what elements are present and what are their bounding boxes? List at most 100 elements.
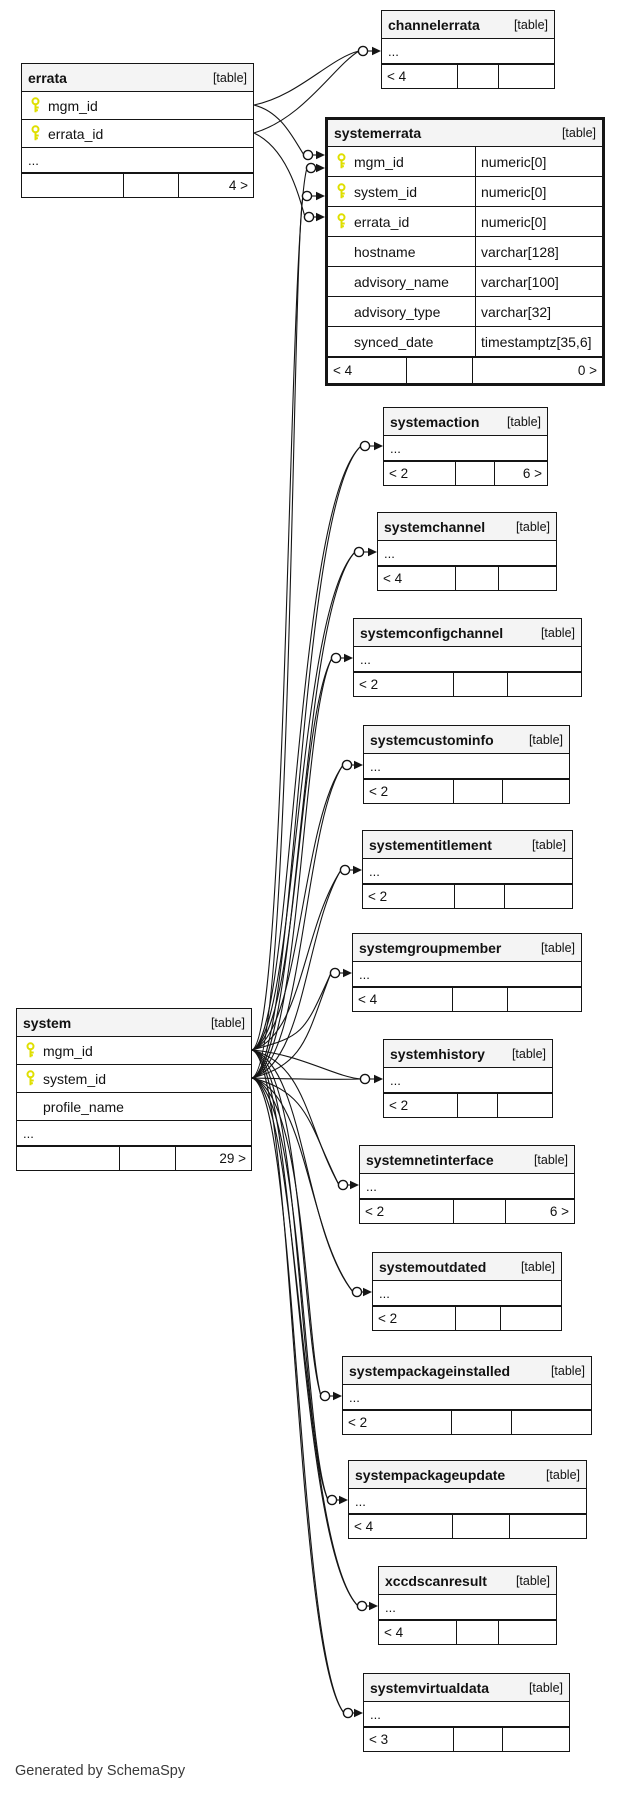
table-header: systemaction [table] [384, 408, 547, 436]
degree-footer: 29 > [17, 1146, 251, 1170]
column-name-cell: mgm_id [17, 1042, 93, 1059]
table-tag: [table] [515, 519, 550, 534]
table-title-systempackageinstalled[interactable]: systempackageinstalled [349, 1362, 511, 1379]
fk-edge [251, 551, 356, 1079]
table-title-systemcustominfo[interactable]: systemcustominfo [370, 731, 494, 748]
degree-cell-1 [453, 1515, 511, 1538]
zero-or-many-circle-icon [329, 967, 341, 979]
column-name-cell: hostname [328, 237, 476, 266]
degree-cell-0: < 4 [379, 1621, 457, 1644]
table-title-systementitlement[interactable]: systementitlement [369, 836, 492, 853]
fk-arrowhead-icon [368, 547, 377, 557]
table-header: systemchannel [table] [378, 513, 556, 541]
table-title-systemnetinterface[interactable]: systemnetinterface [366, 1151, 494, 1168]
column-name-cell: errata_id [22, 125, 103, 142]
table-header: systempackageinstalled[table] [343, 1357, 591, 1385]
table-title-errata[interactable]: errata [28, 69, 67, 86]
table-header: systemgroupmember[table] [353, 934, 581, 962]
fk-edge [251, 1077, 362, 1080]
fk-arrowhead-icon [374, 441, 383, 451]
degree-cell-2 [499, 65, 554, 88]
primary-key-icon [22, 97, 48, 114]
degree-cell-1 [454, 780, 504, 803]
fk-edge [251, 657, 333, 1079]
degree-cell-1 [124, 174, 180, 197]
table-title-xccdscanresult[interactable]: xccdscanresult [385, 1572, 487, 1589]
table-box-systemcustominfo[interactable]: systemcustominfo[table]...< 2 [363, 725, 570, 804]
table-title-system[interactable]: system [23, 1014, 72, 1031]
degree-cell-2 [501, 1307, 561, 1330]
fk-edge [251, 1049, 359, 1607]
column-name: advisory_name [354, 273, 449, 290]
table-tag: [table] [520, 1259, 555, 1274]
column-row-errata_id: errata_id [22, 120, 253, 148]
table-box-systempackageinstalled[interactable]: systempackageinstalled[table]...< 2 [342, 1356, 592, 1435]
table-title-systemerrata[interactable]: systemerrata [334, 125, 422, 141]
fk-arrowhead-icon [354, 1708, 363, 1718]
table-title-systemoutdated[interactable]: systemoutdated [379, 1258, 487, 1275]
table-title-channelerrata[interactable]: channelerrata [388, 16, 480, 33]
table-box-systempackageupdate[interactable]: systempackageupdate[table]...< 4 [348, 1460, 587, 1539]
zero-or-many-circle-icon [341, 759, 353, 771]
zero-or-many-circle-icon [326, 1494, 338, 1506]
degree-cell-2: 4 > [228, 178, 248, 193]
column-name: mgm_id [354, 153, 404, 170]
table-header: systemoutdated [table] [373, 1253, 561, 1281]
hidden-columns-ellipsis: ... [366, 1178, 377, 1194]
zero-or-many-circle-icon [319, 1390, 331, 1402]
degree-cell-0: < 4 [378, 567, 457, 590]
table-box-channelerrata[interactable]: channelerrata[table]...< 4 [381, 10, 555, 89]
degree-cell-2: 29 > [219, 1151, 246, 1166]
hidden-columns-ellipsis: ... [349, 1389, 360, 1405]
ellipsis-row: ... [364, 754, 569, 779]
ellipsis-row: ... [353, 962, 581, 987]
column-type: timestamptz[35,6] [481, 333, 592, 350]
fk-edge [251, 1077, 345, 1714]
primary-key-icon [17, 1042, 43, 1059]
degree-cell-1 [453, 988, 509, 1011]
degree-cell-2 [508, 673, 581, 696]
fk-edge [253, 132, 306, 218]
degree-cell-2: 6 > [522, 466, 542, 481]
table-title-systemaction[interactable]: systemaction [390, 413, 480, 430]
table-box-systemoutdated[interactable]: systemoutdated[table]...< 2 [372, 1252, 562, 1331]
hidden-columns-ellipsis: ... [388, 43, 399, 59]
zero-or-many-circle-icon [357, 45, 369, 57]
table-title-systemhistory[interactable]: systemhistory [390, 1045, 485, 1062]
zero-or-many-circle-icon [351, 1286, 363, 1298]
degree-footer: < 2 [384, 1093, 552, 1117]
table-tag: [table] [506, 414, 541, 429]
fk-edge [251, 764, 344, 1079]
table-box-systemconfigchannel[interactable]: systemconfigchannel[table]...< 2 [353, 618, 582, 697]
table-box-systemhistory[interactable]: systemhistory[table]...< 2 [383, 1039, 553, 1118]
table-box-systemgroupmember[interactable]: systemgroupmember[table]...< 4 [352, 933, 582, 1012]
table-header: systemcustominfo[table] [364, 726, 569, 754]
table-title-systemvirtualdata[interactable]: systemvirtualdata [370, 1679, 490, 1696]
table-title-systempackageupdate[interactable]: systempackageupdate [355, 1466, 506, 1483]
column-name-cell: system_id [328, 177, 476, 206]
table-title-systemconfigchannel[interactable]: systemconfigchannel [360, 624, 504, 641]
table-box-systementitlement[interactable]: systementitlement[table]...< 2 [362, 830, 573, 909]
table-title-systemchannel[interactable]: systemchannel [384, 518, 486, 535]
primary-key-icon [17, 1070, 43, 1087]
fk-arrowhead-icon [316, 163, 325, 173]
ellipsis-row: ... [378, 541, 556, 566]
table-tag: [table] [561, 126, 596, 140]
table-box-systemvirtualdata[interactable]: systemvirtualdata[table]...< 3 [363, 1673, 570, 1752]
table-box-xccdscanresult[interactable]: xccdscanresult[table]...< 4 [378, 1566, 557, 1645]
degree-cell-2 [499, 567, 556, 590]
table-title-systemgroupmember[interactable]: systemgroupmember [359, 939, 502, 956]
table-header: errata[table] [22, 64, 253, 92]
degree-footer: < 2 [363, 884, 572, 908]
table-box-systemchannel[interactable]: systemchannel [table]...< 4 [377, 512, 557, 591]
hidden-columns-ellipsis: ... [390, 440, 401, 456]
table-tag: [table] [545, 1467, 580, 1482]
